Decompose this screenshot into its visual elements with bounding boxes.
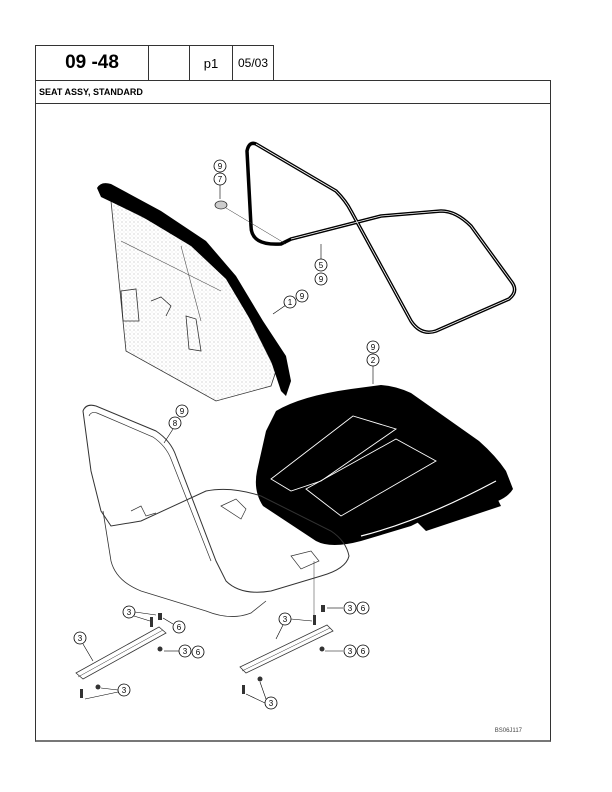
backrest-cushion	[97, 183, 291, 402]
svg-text:6: 6	[361, 647, 366, 656]
svg-text:9: 9	[218, 162, 223, 171]
svg-text:6: 6	[177, 623, 182, 632]
callout-6-left: 6	[162, 617, 186, 634]
svg-text:9: 9	[180, 407, 185, 416]
callout-3-6-right-bolt: 3 6	[327, 601, 370, 615]
svg-text:3: 3	[122, 686, 127, 695]
plug	[214, 200, 287, 245]
seat-pan	[82, 404, 350, 617]
svg-text:3: 3	[183, 647, 188, 656]
callout-3-left-hardware: 3	[84, 683, 131, 700]
svg-text:7: 7	[218, 175, 223, 184]
callout-3-left-bolt: 3	[122, 605, 157, 622]
figure-code: BS06J117	[494, 728, 522, 734]
header-table: 09 -48 p1 05/03	[35, 45, 274, 81]
callout-3-right-hardware: 3	[245, 681, 278, 710]
callout-3-left-rail: 3	[73, 631, 94, 662]
callout-3-right-rail: 3	[275, 612, 313, 640]
section-number: 09 -48	[35, 45, 149, 81]
svg-text:2: 2	[371, 356, 376, 365]
figure-frame: SEAT ASSY, STANDARD	[35, 80, 551, 742]
svg-text:1: 1	[288, 298, 293, 307]
svg-text:3: 3	[78, 634, 83, 643]
seat-cushion	[255, 385, 513, 545]
svg-text:9: 9	[300, 292, 305, 301]
left-slide-rail	[75, 613, 167, 698]
svg-text:6: 6	[196, 648, 201, 657]
svg-text:3: 3	[269, 699, 274, 708]
svg-text:9: 9	[371, 343, 376, 352]
right-slide-rail	[239, 561, 334, 694]
trim-seal	[245, 141, 517, 334]
page-title: SEAT ASSY, STANDARD	[36, 81, 550, 104]
svg-text:3: 3	[348, 647, 353, 656]
blank-cell	[148, 45, 190, 81]
callout-3-6-left-nut: 3 6	[164, 644, 205, 659]
svg-text:3: 3	[348, 604, 353, 613]
svg-text:8: 8	[173, 419, 178, 428]
svg-text:6: 6	[361, 604, 366, 613]
callout-9-2: 9 2	[366, 340, 380, 384]
callout-5-9: 5 9	[314, 244, 328, 286]
callout-1-9: 1 9	[272, 289, 309, 315]
callouts: 9 7 5 9 1 9	[73, 159, 380, 710]
revision-date: 05/03	[232, 45, 274, 81]
svg-text:9: 9	[319, 275, 324, 284]
callout-3-6-right-nut: 3 6	[325, 644, 370, 658]
page-number: p1	[189, 45, 233, 81]
svg-text:5: 5	[319, 261, 324, 270]
svg-text:3: 3	[127, 608, 132, 617]
callout-9-8: 9 8	[163, 404, 189, 444]
seat-assembly-drawing: 9 7 5 9 1 9	[73, 141, 517, 710]
svg-text:3: 3	[283, 615, 288, 624]
callout-9-7: 9 7	[213, 159, 227, 199]
